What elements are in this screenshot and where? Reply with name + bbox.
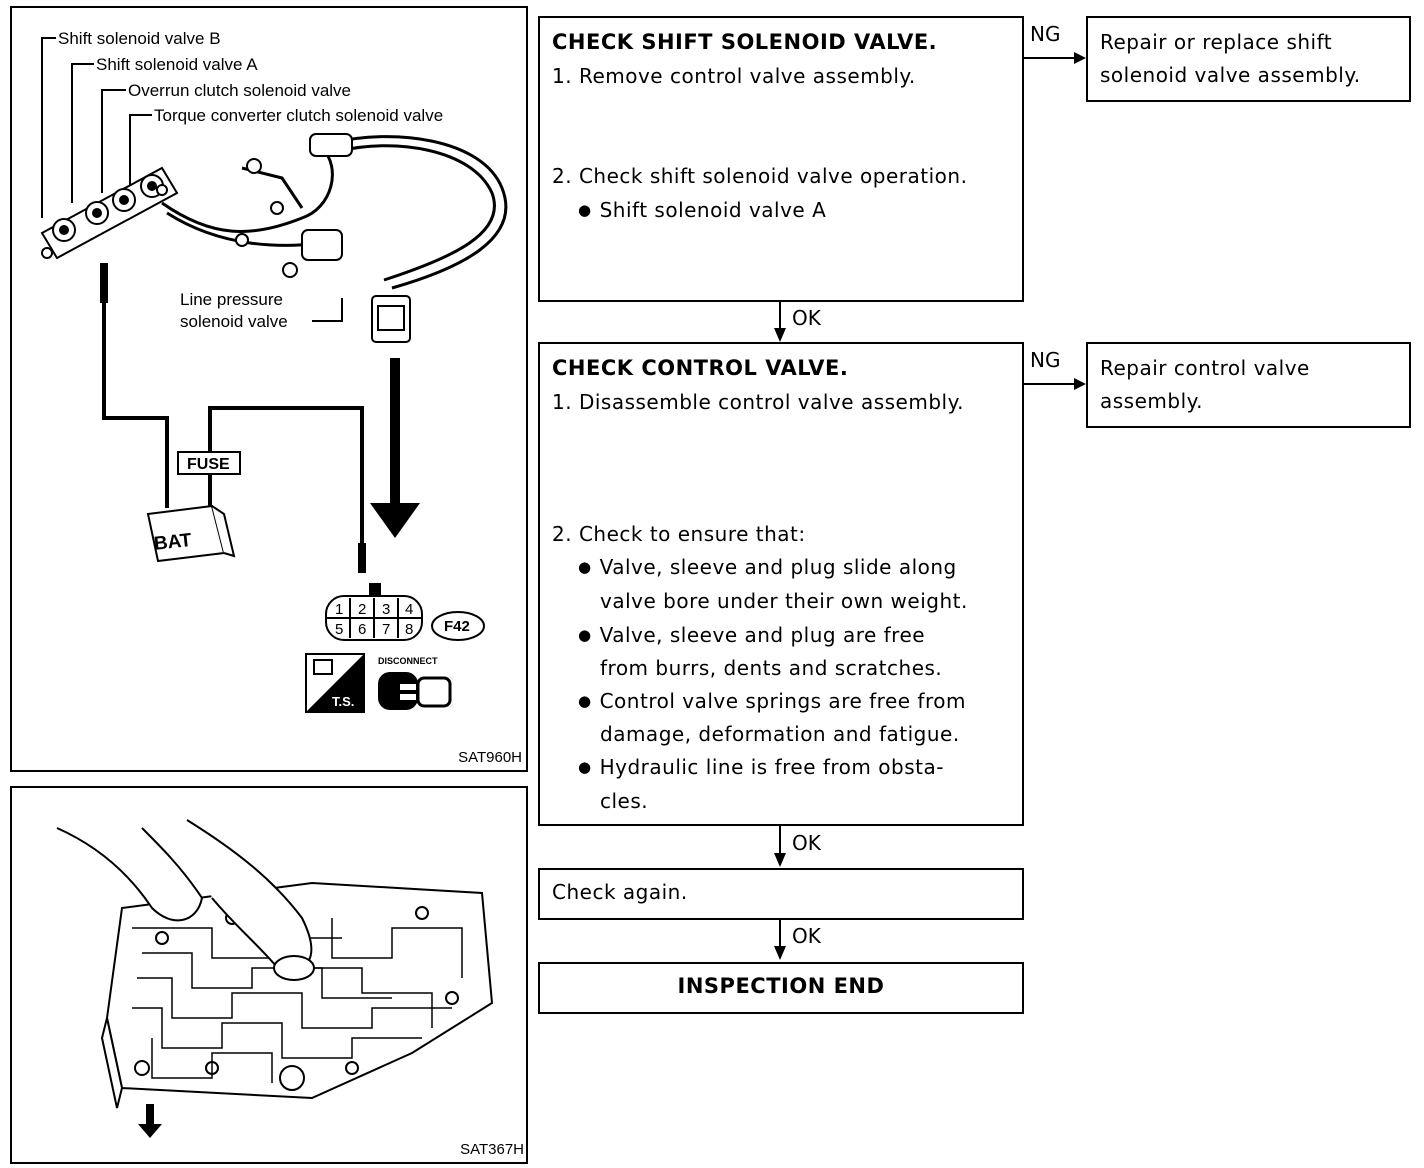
disconnect-icon: DISCONNECT (378, 656, 452, 710)
figure-code-bottom: SAT367H (460, 1141, 524, 1158)
step2-ng-action-line1: Repair control valve (1100, 356, 1310, 380)
figure-solenoid-wiring: Shift solenoid valve B Shift solenoid va… (10, 6, 528, 772)
step2-item1: 1. Disassemble control valve assembly. (552, 390, 964, 414)
ok-label-2: OK (792, 831, 821, 855)
step2-bullet3-text: Control valve springs are free from (599, 689, 966, 713)
step1-title: CHECK SHIFT SOLENOID VALVE. (552, 30, 938, 54)
step2-ng-action: Repair control valve assembly. (1086, 342, 1411, 428)
callout-valve-b: Shift solenoid valve B (58, 29, 221, 48)
ts-icon: T.S. (305, 653, 365, 713)
pin-6: 6 (358, 621, 366, 638)
step2-ng-arrow (1022, 378, 1086, 390)
step-check-shift-solenoid: CHECK SHIFT SOLENOID VALVE. 1. Remove co… (538, 16, 1024, 302)
step1-ng-action: Repair or replace shift solenoid valve a… (1086, 16, 1411, 102)
figure-code-top: SAT960H (458, 749, 522, 766)
ok-arrow-2 (774, 825, 786, 867)
inspection-end-box: INSPECTION END (538, 962, 1024, 1014)
step2-ng-label: NG (1030, 348, 1061, 372)
ok-label-1: OK (792, 306, 821, 330)
solenoid-wiring-diagram: Shift solenoid valve B Shift solenoid va… (40, 29, 508, 713)
callout-overrun: Overrun clutch solenoid valve (128, 81, 351, 100)
pin-1: 1 (335, 601, 343, 618)
step2-bullet1-text: Valve, sleeve and plug slide along (599, 555, 957, 579)
callout-line-pressure-1: Line pressure (180, 290, 283, 309)
pin-4: 4 (405, 601, 413, 618)
fuse-label: FUSE (187, 456, 230, 473)
battery-label: BAT (153, 530, 193, 555)
step2-bullet1: Valve, sleeve and plug slide along (578, 555, 957, 579)
step2-bullet4: Hydraulic line is free from obsta- (578, 755, 944, 779)
control-valve-diagram (56, 819, 494, 1138)
inspection-end-text: INSPECTION END (677, 974, 885, 998)
ts-label: T.S. (332, 694, 354, 709)
step1-ng-label: NG (1030, 22, 1061, 46)
step1-item2: 2. Check shift solenoid valve operation. (552, 164, 968, 188)
pin-2: 2 (358, 601, 366, 618)
step1-bullet1: Shift solenoid valve A (578, 198, 826, 222)
callout-line-pressure-2: solenoid valve (180, 312, 288, 331)
step2-title: CHECK CONTROL VALVE. (552, 356, 849, 380)
check-again-box: Check again. (538, 868, 1024, 920)
ok-label-3: OK (792, 924, 821, 948)
step1-ng-action-line1: Repair or replace shift (1100, 30, 1333, 54)
step2-bullet4-text: Hydraulic line is free from obsta- (599, 755, 944, 779)
figure-control-valve: SAT367H (10, 786, 528, 1164)
step2-bullet3: Control valve springs are free from (578, 689, 966, 713)
callout-torque: Torque converter clutch solenoid valve (154, 106, 443, 125)
step1-ng-arrow (1022, 52, 1086, 64)
check-again-text: Check again. (552, 880, 688, 904)
pin-5: 5 (335, 621, 343, 638)
step2-bullet3-cont: damage, deformation and fatigue. (600, 722, 960, 746)
step-check-control-valve: CHECK CONTROL VALVE. 1. Disassemble cont… (538, 342, 1024, 826)
connector-id: F42 (444, 618, 470, 635)
step2-bullet2-text: Valve, sleeve and plug are free (599, 623, 926, 647)
step2-bullet2-cont: from burrs, dents and scratches. (600, 656, 943, 680)
step1-ng-action-line2: solenoid valve assembly. (1100, 63, 1361, 87)
ok-arrow-1 (774, 300, 786, 342)
pin-7: 7 (382, 621, 390, 638)
step2-bullet2: Valve, sleeve and plug are free (578, 623, 925, 647)
ok-arrow-3 (774, 918, 786, 960)
step2-item2: 2. Check to ensure that: (552, 522, 806, 546)
step1-bullet1-text: Shift solenoid valve A (599, 198, 827, 222)
pin-8: 8 (405, 621, 413, 638)
pin-3: 3 (382, 601, 390, 618)
callout-valve-a: Shift solenoid valve A (96, 55, 258, 74)
step1-item1: 1. Remove control valve assembly. (552, 64, 916, 88)
step2-bullet1-cont: valve bore under their own weight. (600, 589, 968, 613)
disconnect-label: DISCONNECT (378, 656, 438, 666)
step2-ng-action-line2: assembly. (1100, 389, 1203, 413)
step2-bullet4-cont: cles. (600, 789, 649, 813)
